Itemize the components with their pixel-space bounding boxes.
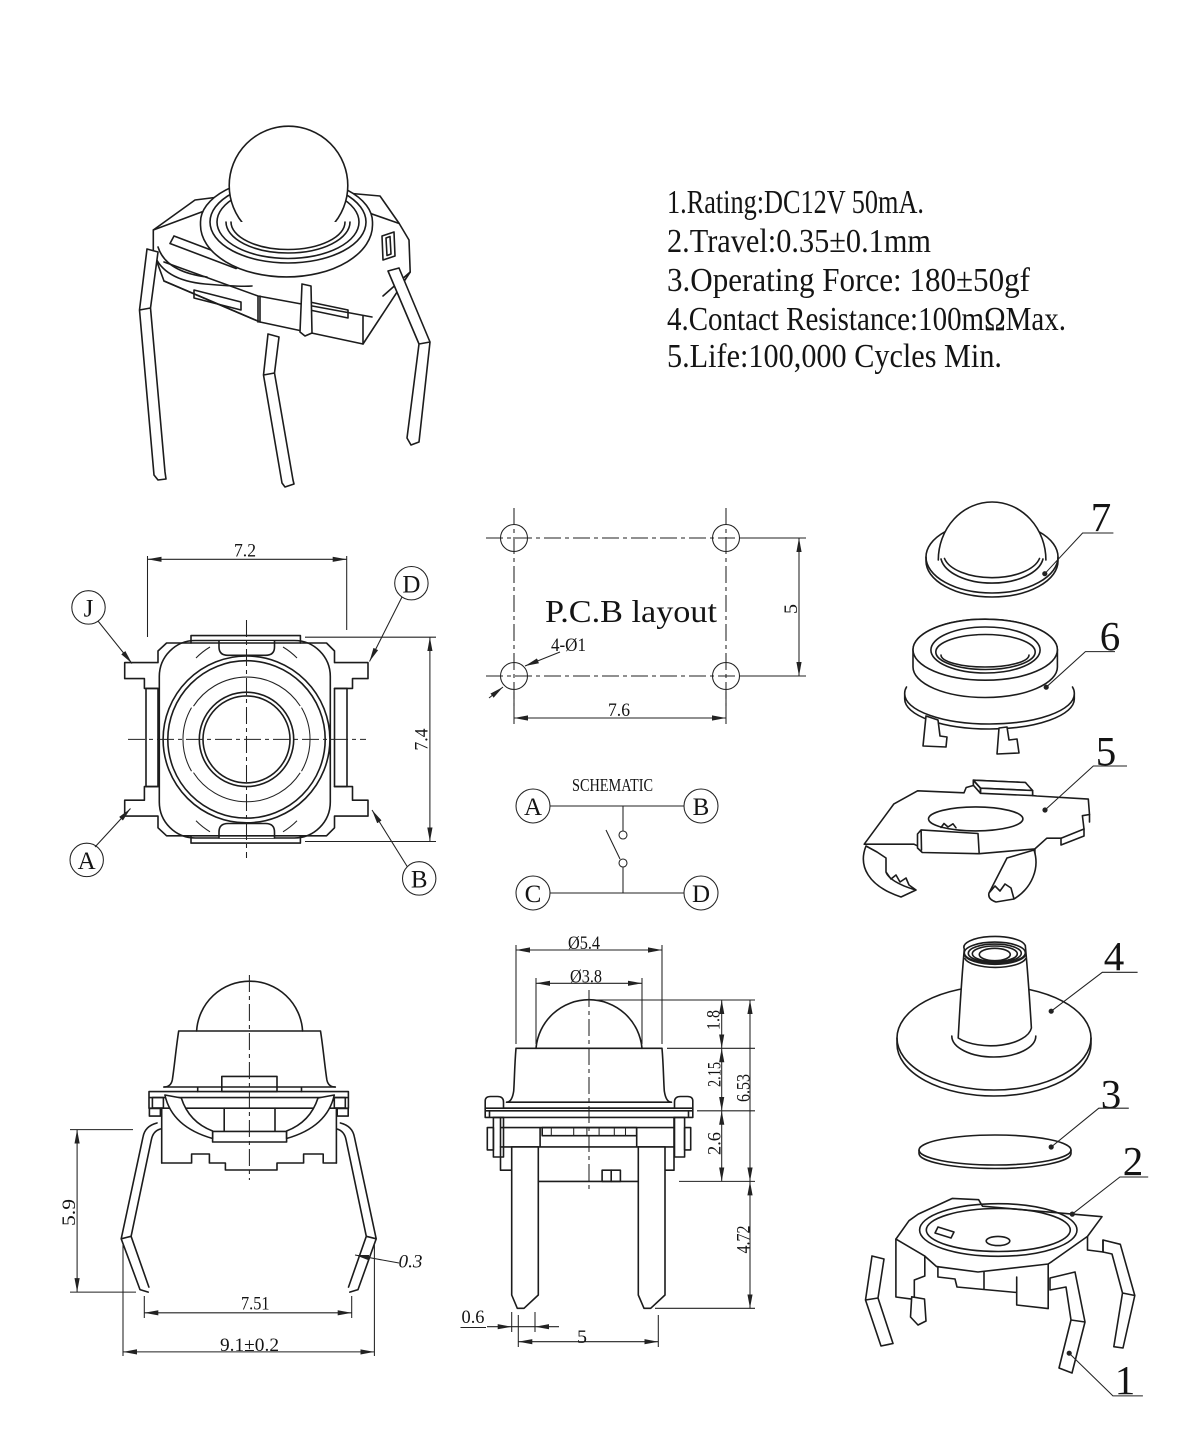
svg-text:B: B: [693, 794, 710, 821]
svg-text:5: 5: [781, 604, 802, 614]
svg-text:J: J: [84, 596, 94, 623]
svg-text:1.Rating:DC12V 50mA.: 1.Rating:DC12V 50mA.: [667, 184, 924, 221]
svg-text:2.Travel:0.35±0.1mm: 2.Travel:0.35±0.1mm: [667, 223, 931, 260]
svg-text:D: D: [692, 881, 710, 908]
svg-text:4.Contact Resistance:100mΩMax.: 4.Contact Resistance:100mΩMax.: [667, 301, 1066, 338]
svg-text:3.Operating Force: 180±50gf: 3.Operating Force: 180±50gf: [667, 262, 1031, 299]
svg-text:7.4: 7.4: [412, 728, 433, 750]
svg-text:7: 7: [1091, 494, 1112, 540]
svg-text:1: 1: [1115, 1357, 1136, 1403]
svg-text:7.51: 7.51: [241, 1294, 270, 1315]
svg-text:Ø5.4: Ø5.4: [568, 933, 600, 954]
svg-text:A: A: [524, 794, 542, 821]
svg-text:C: C: [525, 881, 542, 908]
svg-text:6: 6: [1100, 613, 1121, 659]
svg-text:Ø3.8: Ø3.8: [570, 967, 602, 988]
svg-text:5.Life:100,000 Cycles Min.: 5.Life:100,000 Cycles Min.: [667, 338, 1002, 375]
svg-text:0.3: 0.3: [399, 1252, 423, 1273]
svg-text:SCHEMATIC: SCHEMATIC: [572, 775, 653, 795]
svg-text:5.9: 5.9: [59, 1199, 80, 1226]
svg-text:9.1±0.2: 9.1±0.2: [220, 1335, 279, 1356]
svg-text:6.53: 6.53: [734, 1074, 755, 1102]
svg-text:2.15: 2.15: [705, 1062, 726, 1087]
svg-text:A: A: [78, 848, 96, 875]
svg-text:7.2: 7.2: [234, 541, 256, 562]
svg-text:0.6: 0.6: [462, 1307, 485, 1328]
svg-text:5: 5: [577, 1327, 587, 1348]
svg-text:3: 3: [1101, 1071, 1122, 1117]
svg-text:2.6: 2.6: [705, 1132, 726, 1155]
svg-text:D: D: [402, 572, 420, 599]
svg-text:B: B: [411, 867, 428, 894]
svg-text:2: 2: [1123, 1138, 1144, 1184]
svg-text:4.72: 4.72: [734, 1226, 755, 1254]
svg-text:4: 4: [1104, 933, 1125, 979]
svg-text:P.C.B layout: P.C.B layout: [545, 593, 717, 629]
svg-text:7.6: 7.6: [608, 700, 630, 721]
svg-text:5: 5: [1096, 728, 1117, 774]
svg-text:1.8: 1.8: [704, 1010, 725, 1030]
svg-text:4-Ø1: 4-Ø1: [551, 635, 586, 656]
